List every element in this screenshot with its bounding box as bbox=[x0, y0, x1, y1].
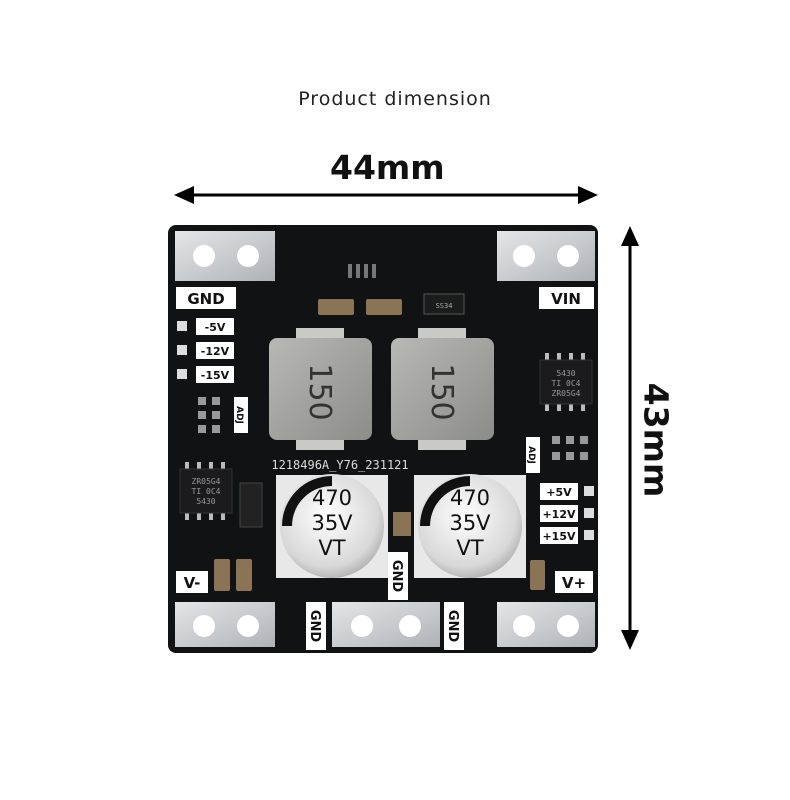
capacitor-right-series: VT bbox=[456, 536, 483, 560]
capacitor-left: 470 35V VT bbox=[276, 474, 388, 578]
gnd-bottom-left-label: GND bbox=[307, 610, 322, 643]
left-voltage-3: -15V bbox=[201, 369, 230, 382]
inductor-right-marking: 150 bbox=[424, 363, 459, 420]
inductor-left-marking: 150 bbox=[302, 363, 337, 420]
capacitor-right-value: 470 bbox=[450, 486, 490, 510]
left-voltage-selector: -5V -12V -15V bbox=[177, 318, 234, 383]
chip-left: ZR05G4 TI 0C4 5430 bbox=[179, 462, 233, 520]
diode-marking: SS34 bbox=[436, 302, 453, 310]
left-voltage-2: -12V bbox=[201, 345, 230, 358]
mosfet bbox=[239, 482, 263, 528]
left-voltage-1: -5V bbox=[205, 321, 226, 334]
vin-label: VIN bbox=[551, 290, 581, 308]
gnd-center-label: GND bbox=[389, 560, 404, 593]
terminal-pads bbox=[175, 231, 595, 647]
chip-right: 5430 TI 0C4 ZR05G4 bbox=[539, 353, 593, 411]
right-voltage-selector: +5V +12V +15V bbox=[540, 483, 594, 544]
height-arrow bbox=[621, 226, 639, 650]
chip-right-line-2: TI 0C4 bbox=[552, 379, 581, 388]
gnd-bottom-right-label: GND bbox=[445, 610, 460, 643]
part-number: 1218496A_Y76_231121 bbox=[271, 458, 408, 472]
product-dimension-caption: Product dimension bbox=[298, 88, 492, 110]
center-resistor bbox=[393, 512, 411, 536]
v-minus-label: V- bbox=[184, 574, 201, 592]
v-plus-label: V+ bbox=[562, 574, 586, 592]
inductor-left: 150 bbox=[269, 328, 372, 450]
capacitor-right-voltage: 35V bbox=[449, 511, 491, 535]
inductor-right: 150 bbox=[391, 328, 494, 450]
adj-right-label: ADJ bbox=[526, 446, 536, 464]
chip-right-line-1: 5430 bbox=[556, 369, 575, 378]
width-dimension-label: 44mm bbox=[330, 148, 445, 187]
right-voltage-2: +12V bbox=[542, 508, 576, 521]
chip-left-line-1: ZR05G4 bbox=[192, 477, 221, 486]
gnd-top-left-label: GND bbox=[187, 290, 224, 308]
capacitor-left-voltage: 35V bbox=[311, 511, 353, 535]
capacitor-left-series: VT bbox=[318, 536, 345, 560]
width-arrow bbox=[174, 186, 598, 204]
adj-left-label: ADJ bbox=[234, 406, 244, 424]
right-voltage-1: +5V bbox=[546, 486, 572, 499]
capacitor-right: 470 35V VT bbox=[414, 474, 526, 578]
chip-left-line-2: TI 0C4 bbox=[192, 487, 221, 496]
chip-right-line-3: ZR05G4 bbox=[552, 389, 581, 398]
chip-left-line-3: 5430 bbox=[196, 497, 215, 506]
right-voltage-3: +15V bbox=[542, 530, 576, 543]
capacitor-left-value: 470 bbox=[312, 486, 352, 510]
smd-components bbox=[198, 264, 588, 591]
